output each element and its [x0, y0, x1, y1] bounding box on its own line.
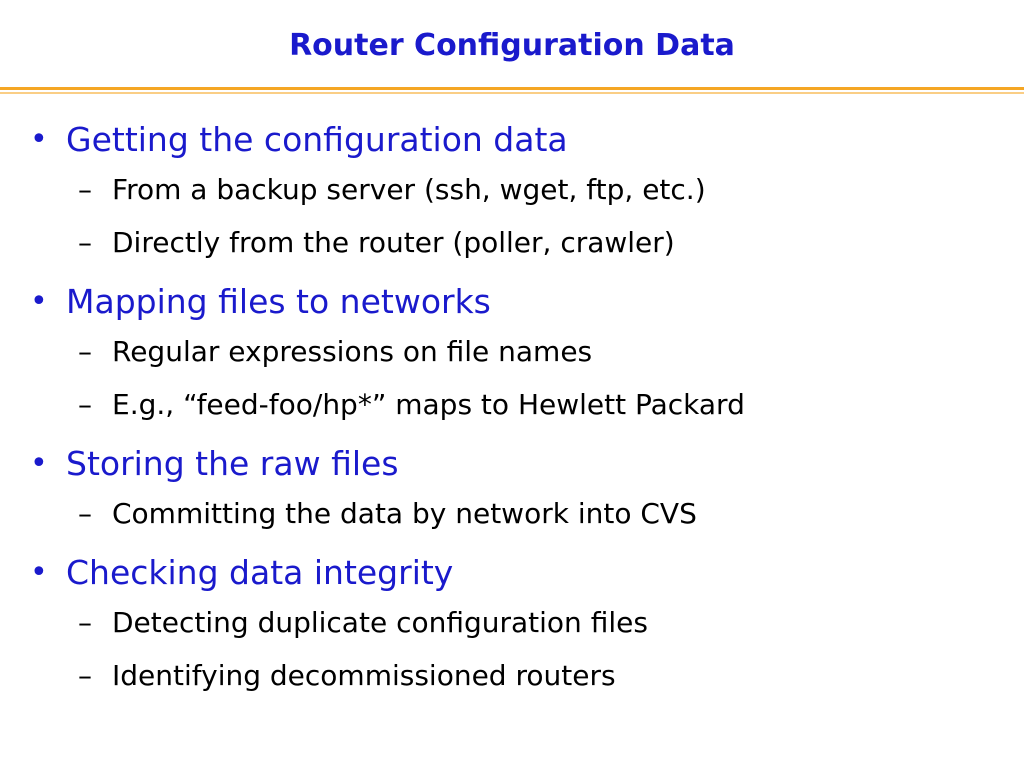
- sub-bullet-text: E.g., “feed-foo/hp*” maps to Hewlett Pac…: [112, 388, 745, 421]
- sub-bullet-text: Detecting duplicate configuration files: [112, 606, 648, 639]
- sub-bullet: – Identifying decommissioned routers: [0, 654, 1024, 707]
- sub-bullet-marker: –: [78, 659, 92, 692]
- bullet-item-checking-integrity: • Checking data integrity – Detecting du…: [0, 545, 1024, 707]
- sub-bullet-marker: –: [78, 335, 92, 368]
- sub-bullet: – Detecting duplicate configuration file…: [0, 601, 1024, 654]
- sub-bullet-marker: –: [78, 497, 92, 530]
- bullet-marker: •: [30, 446, 48, 481]
- sub-bullet-text: From a backup server (ssh, wget, ftp, et…: [112, 173, 706, 206]
- sub-bullet-marker: –: [78, 606, 92, 639]
- sub-bullet-marker: –: [78, 173, 92, 206]
- sub-bullet: – E.g., “feed-foo/hp*” maps to Hewlett P…: [0, 383, 1024, 436]
- sub-bullet: – Directly from the router (poller, craw…: [0, 221, 1024, 274]
- sub-bullet-text: Identifying decommissioned routers: [112, 659, 616, 692]
- sub-bullet-text: Directly from the router (poller, crawle…: [112, 226, 675, 259]
- sub-bullet: – Committing the data by network into CV…: [0, 492, 1024, 545]
- slide-title: Router Configuration Data: [289, 28, 735, 63]
- sub-bullet-text: Committing the data by network into CVS: [112, 497, 697, 530]
- sub-bullet-text: Regular expressions on file names: [112, 335, 593, 368]
- bullet-heading: Getting the configuration data: [66, 120, 568, 159]
- title-divider-shadow: [0, 92, 1024, 94]
- bullet-marker: •: [30, 122, 48, 157]
- bullet-marker: •: [30, 284, 48, 319]
- bullet-marker: •: [30, 555, 48, 590]
- sub-bullet: – Regular expressions on file names: [0, 330, 1024, 383]
- sub-bullet-marker: –: [78, 388, 92, 421]
- bullet-heading: Mapping files to networks: [66, 282, 491, 321]
- bullet-heading: Checking data integrity: [66, 553, 454, 592]
- bullet-item-getting-data: • Getting the configuration data – From …: [0, 112, 1024, 274]
- sub-bullet: – From a backup server (ssh, wget, ftp, …: [0, 168, 1024, 221]
- title-divider: [0, 87, 1024, 90]
- bullet-heading: Storing the raw files: [66, 444, 399, 483]
- sub-bullet-marker: –: [78, 226, 92, 259]
- bullet-list: • Getting the configuration data – From …: [0, 112, 1024, 707]
- bullet-item-storing-files: • Storing the raw files – Committing the…: [0, 436, 1024, 545]
- bullet-item-mapping-files: • Mapping files to networks – Regular ex…: [0, 274, 1024, 436]
